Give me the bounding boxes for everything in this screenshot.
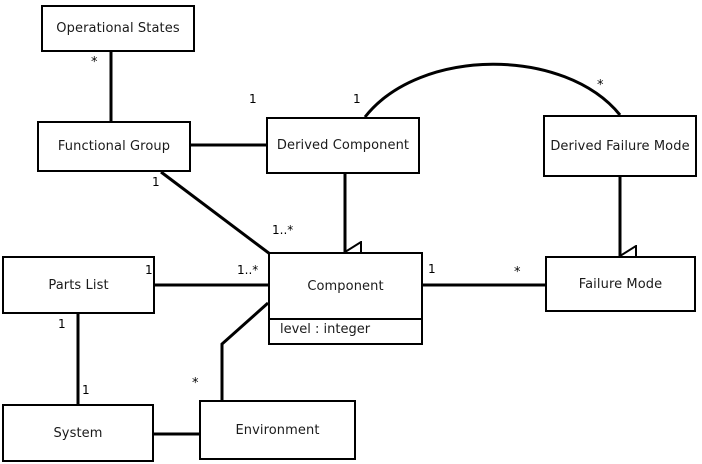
class-name-failure-mode: Failure Mode (578, 276, 663, 292)
multiplicity-parts-list-system-near-parts-list: 1 (58, 317, 66, 331)
multiplicity-functional-group-component-near-fg: 1 (152, 175, 160, 189)
multiplicity-functional-group-component-near-component: 1..* (272, 223, 294, 237)
class-name-operational-states: Operational States (56, 21, 180, 36)
multiplicity-derived-component-curve: 1 (353, 92, 361, 106)
multiplicity-component-failure-mode-near-failure-mode: * (514, 265, 521, 280)
class-box-derived-failure-mode[interactable]: Derived Failure Mode (543, 115, 697, 177)
class-name-derived-failure-mode: Derived Failure Mode (550, 138, 690, 154)
class-name-component: Component (307, 278, 384, 294)
multiplicity-parts-list-component-near-component: 1..* (237, 263, 259, 277)
class-name-functional-group: Functional Group (57, 139, 171, 154)
class-name-environment: Environment (235, 422, 320, 438)
multiplicity-operational-states-functional-group: * (91, 55, 98, 70)
class-attribute-component-level: level : integer (280, 322, 371, 337)
multiplicity-derived-failure-mode-curve: * (597, 78, 604, 93)
class-box-system[interactable]: System (2, 404, 154, 462)
multiplicity-component-environment-near-environment: * (192, 376, 199, 391)
edge-functional-group-component (160, 170, 271, 256)
multiplicity-functional-group-derived-component: 1 (249, 92, 257, 106)
edge-component-environment (220, 301, 269, 400)
class-box-parts-list[interactable]: Parts List (2, 256, 155, 314)
class-attributes-component: level : integer (270, 318, 421, 339)
class-box-environment[interactable]: Environment (199, 400, 356, 460)
class-box-component[interactable]: Component level : integer (268, 252, 423, 345)
multiplicity-parts-list-system-near-system: 1 (82, 383, 90, 397)
multiplicity-parts-list-component-near-parts-list: 1 (145, 263, 153, 277)
class-box-derived-component[interactable]: Derived Component (266, 117, 420, 174)
class-box-operational-states[interactable]: Operational States (41, 5, 195, 52)
class-name-derived-component: Derived Component (276, 138, 410, 153)
class-box-failure-mode[interactable]: Failure Mode (545, 256, 696, 312)
edge-derived-component-derived-failure-mode (363, 62, 622, 118)
class-name-parts-list: Parts List (48, 277, 109, 293)
class-box-functional-group[interactable]: Functional Group (37, 121, 191, 172)
class-name-system: System (53, 425, 103, 441)
multiplicity-component-failure-mode-near-component: 1 (428, 262, 436, 276)
